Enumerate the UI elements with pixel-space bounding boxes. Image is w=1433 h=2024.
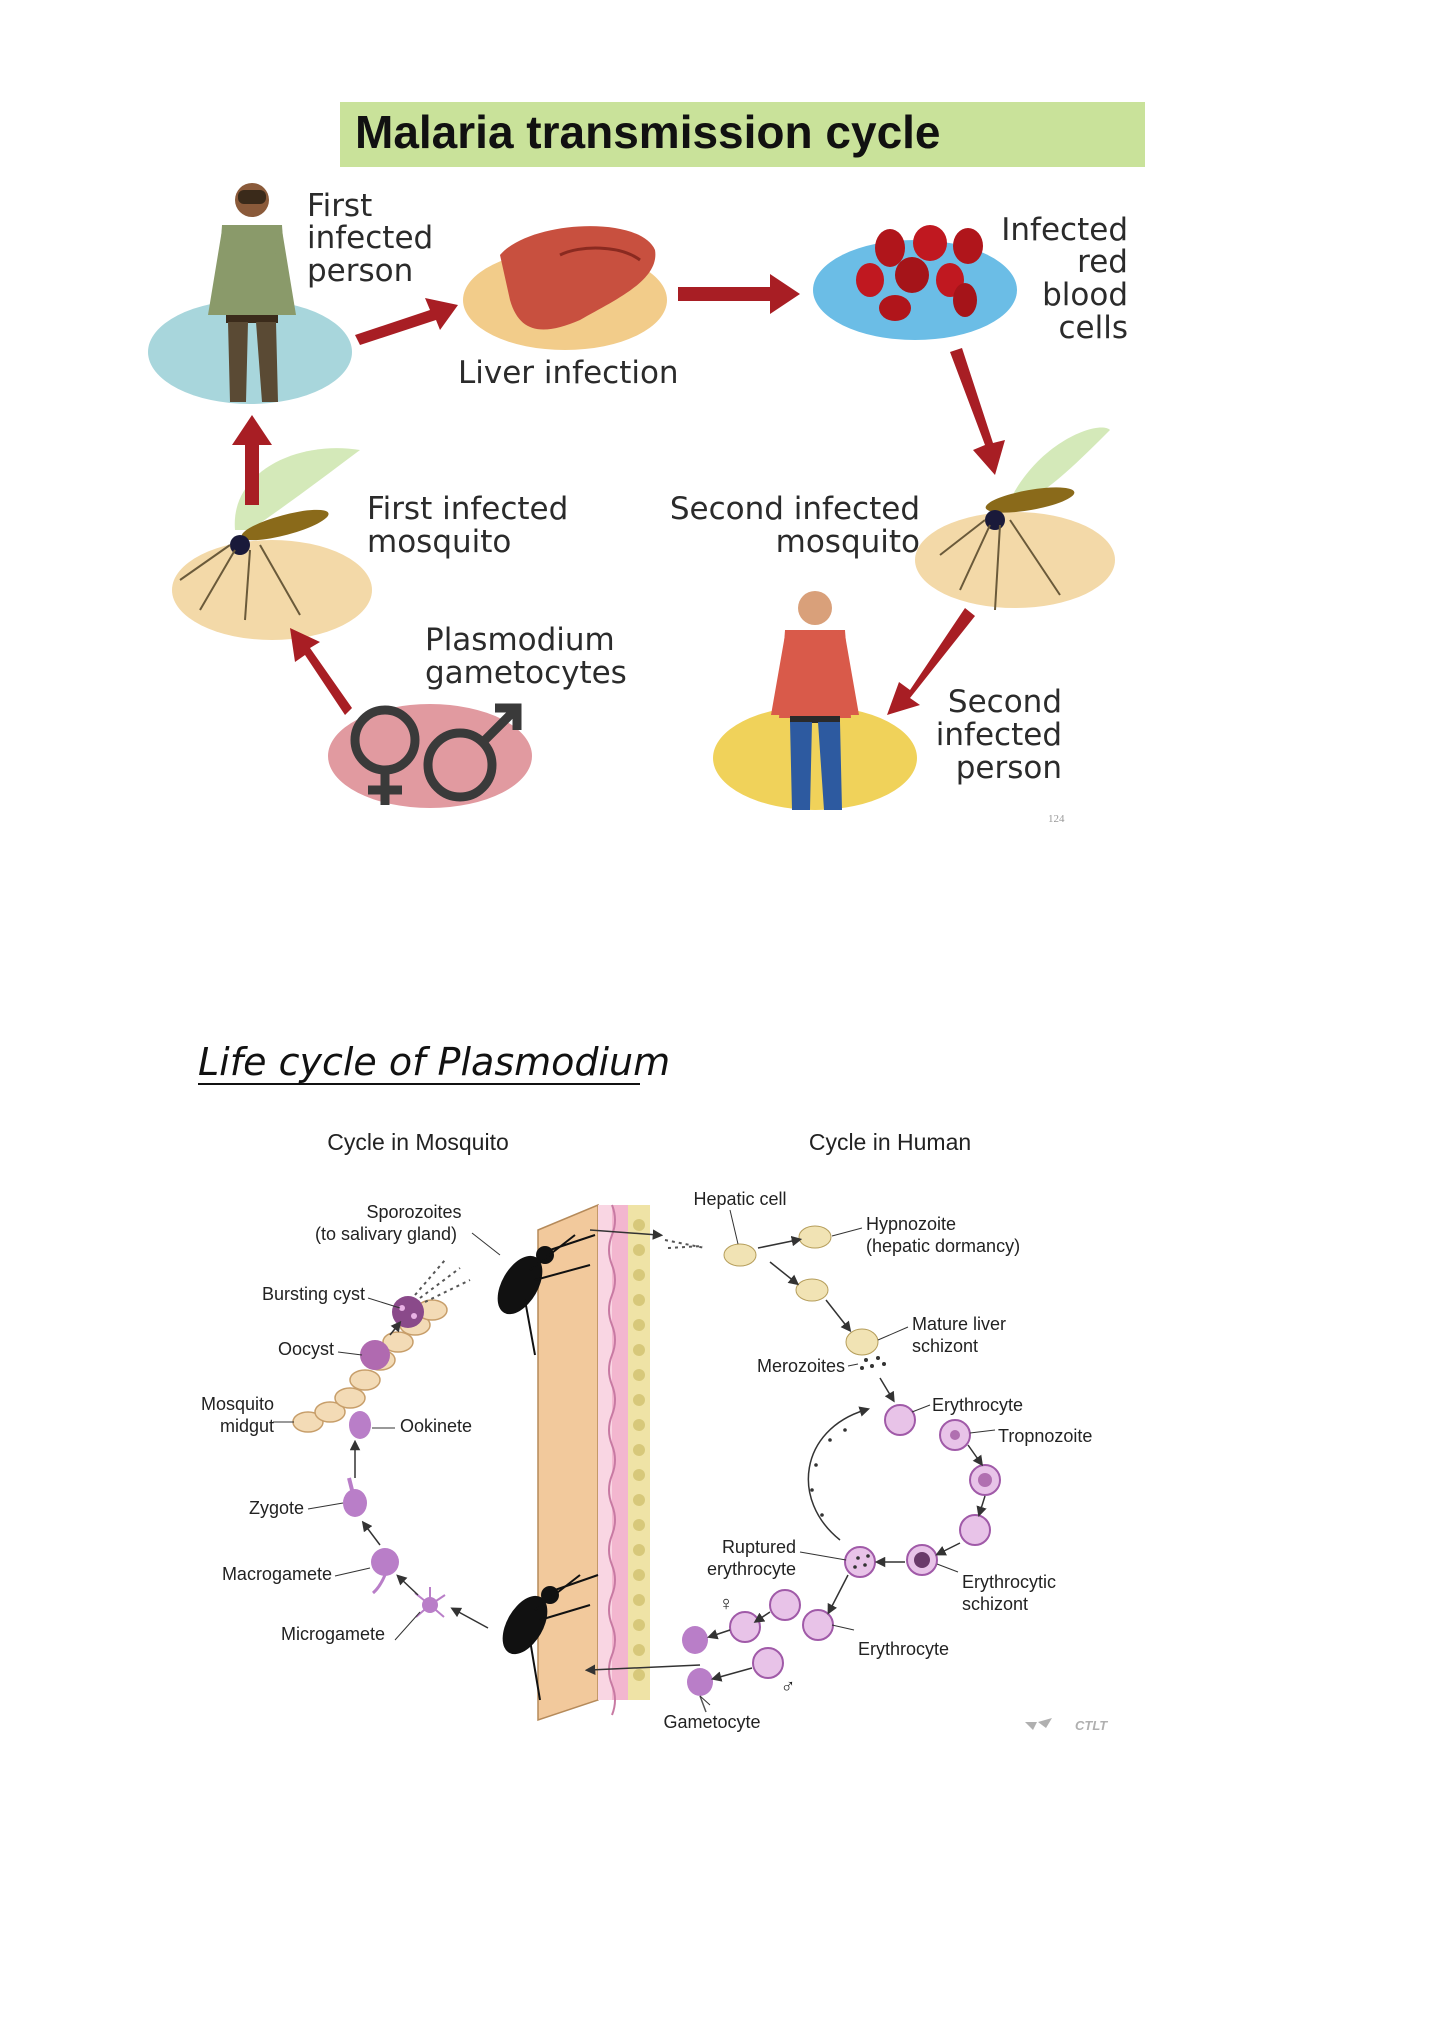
merozoites-label: Merozoites (757, 1356, 845, 1376)
first-person-label-2: infected (307, 220, 433, 256)
human-cycle-organisms (584, 1225, 1001, 1713)
first-mosquito-label-2: mosquito (367, 524, 511, 560)
transmission-title: Malaria transmission cycle (355, 106, 941, 158)
page-number: 124 (1048, 813, 1065, 825)
ctlt-logo-text: CTLT (1075, 1718, 1108, 1733)
ctlt-logo: CTLT (1025, 1718, 1108, 1733)
ookinete-label: Ookinete (400, 1416, 472, 1436)
ruptured-label-2: erythrocyte (707, 1559, 796, 1579)
male-symbol-icon: ♂ (781, 1676, 796, 1698)
erythrocyte-top-label: Erythrocyte (932, 1395, 1023, 1415)
first-person-illustration (148, 183, 352, 404)
second-mosquito-label-1: Second infected (670, 491, 920, 527)
rbc-label-1: Infected (1001, 212, 1128, 248)
hypnozoite-label-1: Hypnozoite (866, 1214, 956, 1234)
transmission-cycle-figure: Malaria transmission cycle First infecte… (148, 102, 1145, 825)
erythrocytic-schizont-label-2: schizont (962, 1594, 1028, 1614)
second-person-label-1: Second (948, 684, 1062, 720)
macrogamete-label: Macrogamete (222, 1564, 332, 1584)
liver-label: Liver infection (458, 355, 679, 391)
liver-illustration (463, 226, 667, 350)
lifecycle-figure: Life cycle of Plasmodium Cycle in Mosqui… (198, 1040, 1108, 1733)
gametocyte-label: Gametocyte (663, 1712, 760, 1732)
leader-lines (273, 1209, 996, 1706)
erythrocytic-schizont-label-1: Erythrocytic (962, 1572, 1056, 1592)
rbc-label-3: blood (1042, 277, 1128, 313)
mosquito-cycle-organisms (292, 1259, 489, 1629)
second-person-illustration (713, 591, 917, 810)
sporozoites-label-2: (to salivary gland) (315, 1224, 457, 1244)
col-mosquito-header: Cycle in Mosquito (327, 1129, 509, 1155)
hypnozoite-label-2: (hepatic dormancy) (866, 1236, 1020, 1256)
gametocytes-label-2: gametocytes (425, 655, 627, 691)
second-mosquito-illustration (915, 427, 1115, 611)
female-symbol-icon: ♀ (719, 1593, 734, 1615)
first-mosquito-illustration (172, 448, 372, 640)
rbc-label-2: red (1077, 244, 1128, 280)
second-person-label-2: infected (936, 717, 1062, 753)
ruptured-label-1: Ruptured (722, 1537, 796, 1557)
midgut-label-1: Mosquito (201, 1394, 274, 1414)
lifecycle-title: Life cycle of Plasmodium (198, 1040, 670, 1084)
hepatic-cell-label: Hepatic cell (693, 1189, 786, 1209)
microgamete-label: Microgamete (281, 1624, 385, 1644)
gametocytes-label-1: Plasmodium (425, 622, 615, 658)
cycle-arrows (232, 274, 1005, 715)
zygote-label: Zygote (249, 1498, 304, 1518)
bursting-cyst-label: Bursting cyst (262, 1284, 365, 1304)
oocyst-label: Oocyst (278, 1339, 334, 1359)
rbc-label-4: cells (1059, 310, 1129, 346)
second-person-label-3: person (956, 750, 1062, 786)
mosquito-silhouette-top (497, 1234, 596, 1356)
sporozoites-label-1: Sporozoites (366, 1202, 461, 1222)
first-person-label-1: First (307, 188, 372, 224)
erythrocyte-bottom-label: Erythrocyte (858, 1639, 949, 1659)
first-mosquito-label-1: First infected (367, 491, 568, 527)
col-human-header: Cycle in Human (809, 1129, 971, 1155)
mosquito-silhouette-bottom (502, 1574, 599, 1701)
tropnozoite-label: Tropnozoite (998, 1426, 1092, 1446)
mature-schizont-label-1: Mature liver (912, 1314, 1006, 1334)
first-person-label-3: person (307, 253, 413, 289)
skin-section (537, 1203, 650, 1722)
midgut-label-2: midgut (220, 1416, 274, 1436)
title-banner (340, 102, 1145, 167)
mature-schizont-label-2: schizont (912, 1336, 978, 1356)
second-mosquito-label-2: mosquito (776, 524, 920, 560)
gametocytes-illustration (328, 703, 532, 808)
rbc-illustration (813, 225, 1017, 340)
